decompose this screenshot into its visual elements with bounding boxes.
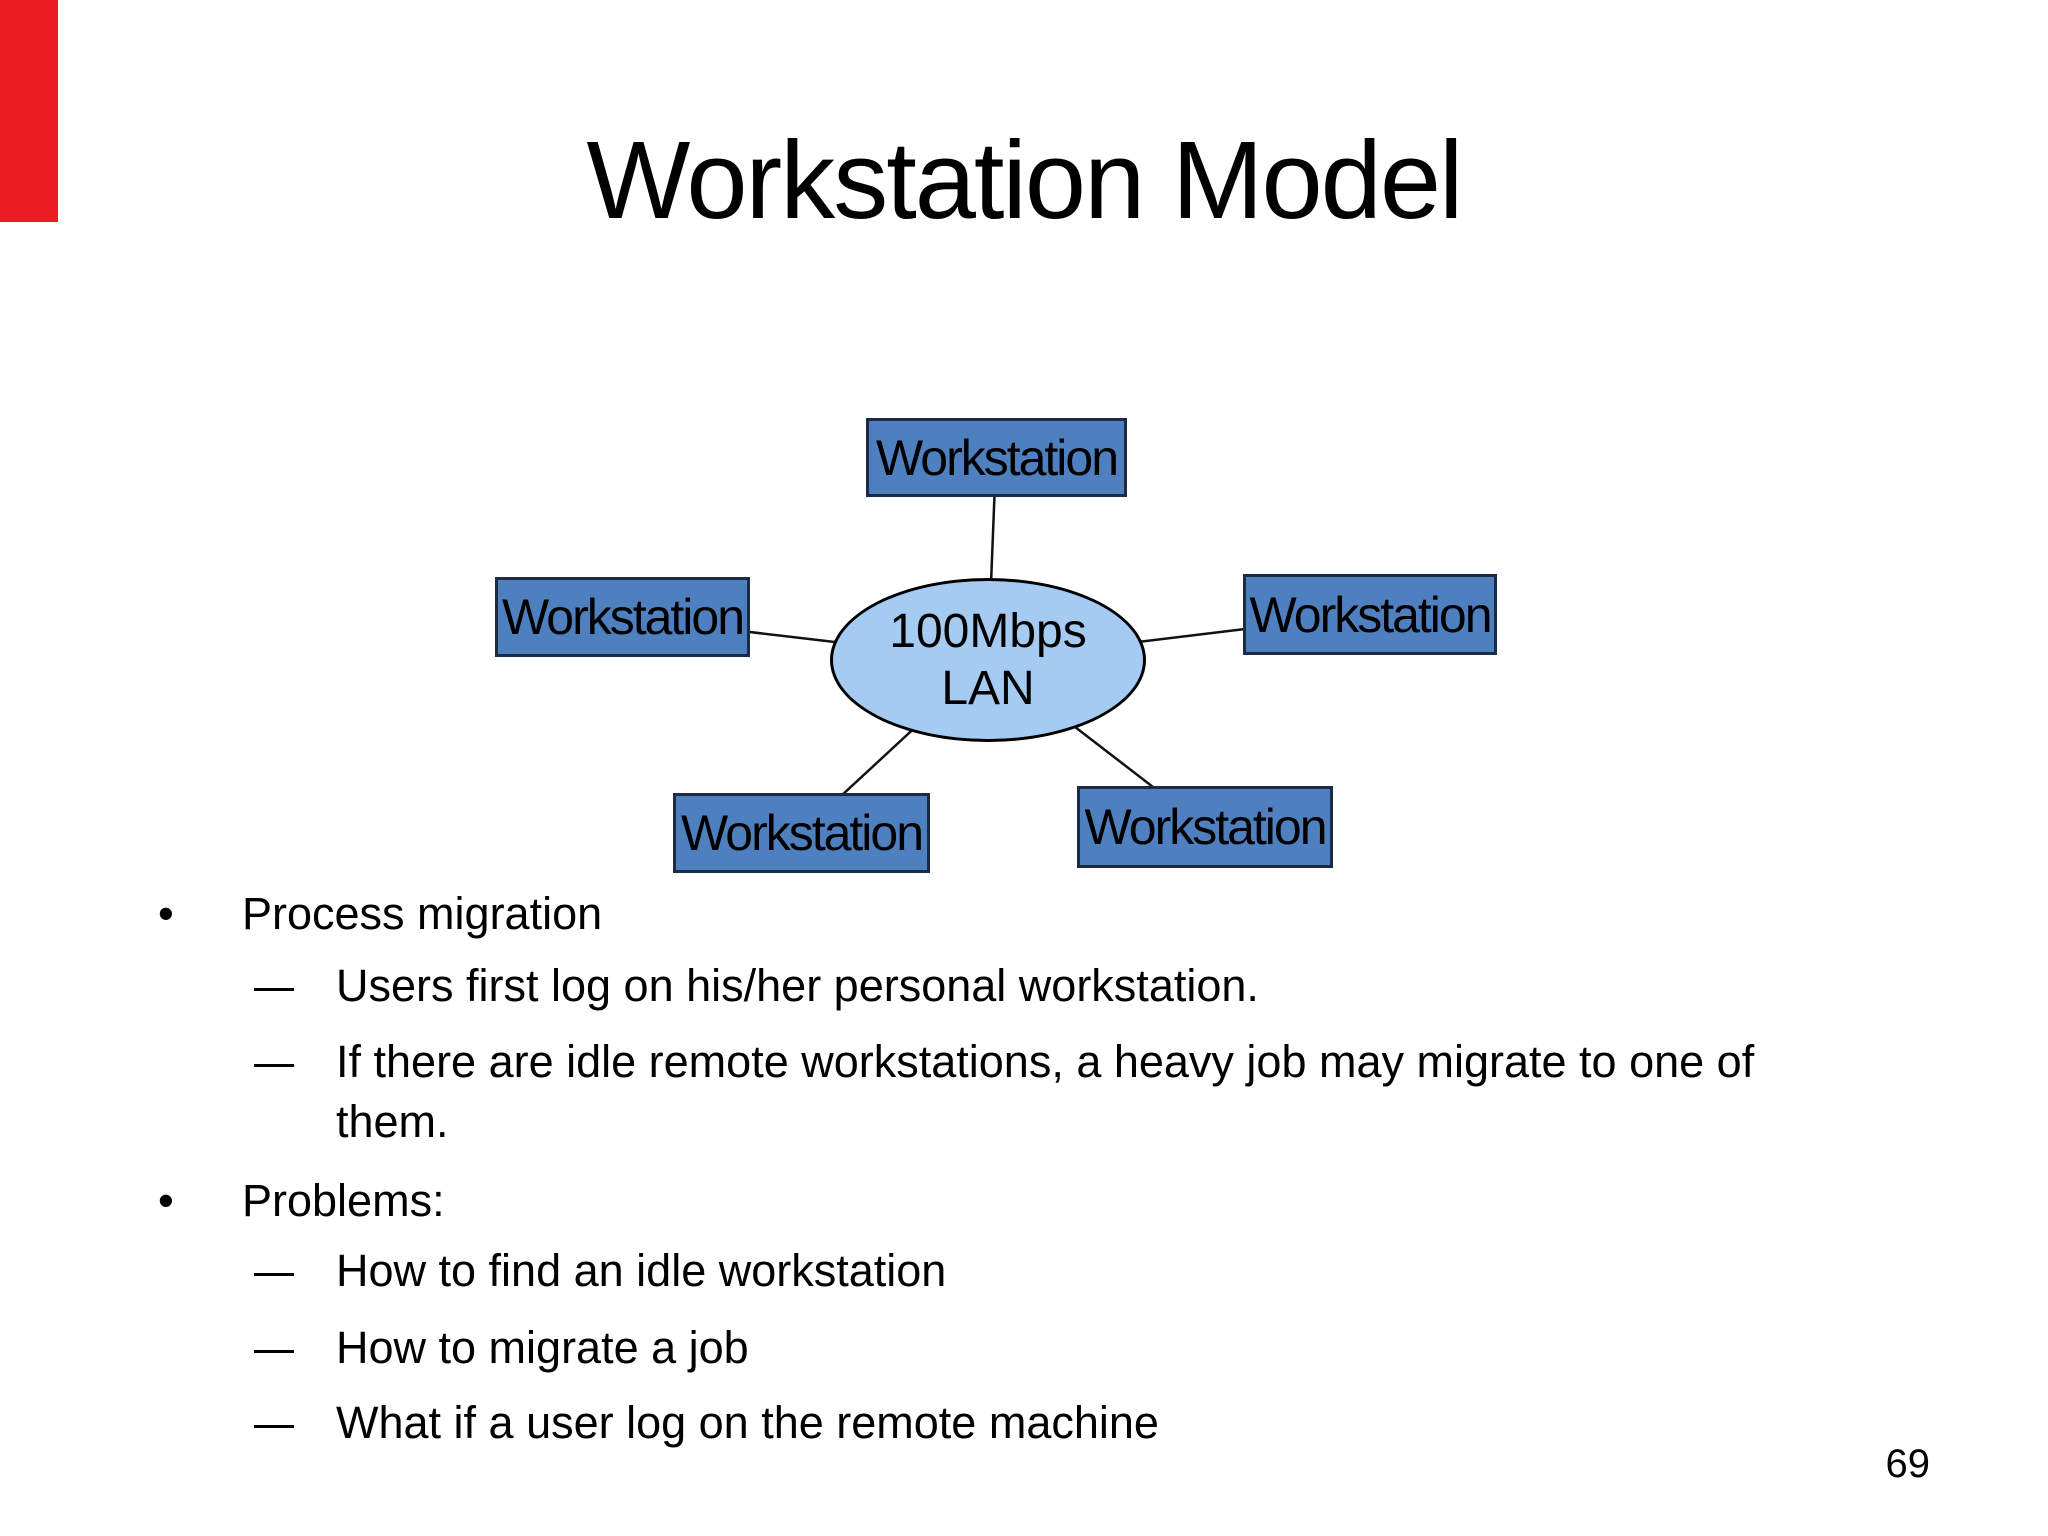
bullet-users-first-log: –Users first log on his/her personal wor… bbox=[254, 956, 1856, 1016]
bullet-user-log-remote-machine: –What if a user log on the remote machin… bbox=[254, 1393, 1856, 1453]
lan-hub-ellipse: 100Mbps LAN bbox=[830, 578, 1146, 742]
bullet-problems: • Problems: bbox=[158, 1171, 445, 1231]
workstation-node-bottom-right: Workstation bbox=[1077, 786, 1333, 868]
bullet-text: How to find an idle workstation bbox=[336, 1245, 947, 1296]
bullet-idle-remote-workstations: –If there are idle remote workstations, … bbox=[254, 1032, 1856, 1152]
bullet-marker: • bbox=[158, 888, 174, 939]
dash-marker: – bbox=[254, 1322, 295, 1373]
lan-hub-label-line1: 100Mbps bbox=[889, 605, 1087, 658]
dash-marker: – bbox=[254, 1245, 295, 1296]
workstation-node-label: Workstation bbox=[1249, 586, 1492, 643]
bullet-process-migration: • Process migration bbox=[158, 884, 602, 944]
bullet-find-idle-workstation: –How to find an idle workstation bbox=[254, 1241, 1856, 1301]
bullet-text: How to migrate a job bbox=[336, 1322, 749, 1373]
workstation-node-top: Workstation bbox=[866, 418, 1127, 497]
workstation-node-label: Workstation bbox=[875, 429, 1119, 486]
bullet-text: What if a user log on the remote machine bbox=[336, 1397, 1159, 1448]
dash-marker: – bbox=[254, 1036, 295, 1087]
bullet-migrate-a-job: –How to migrate a job bbox=[254, 1318, 1856, 1378]
workstation-node-label: Workstation bbox=[1084, 799, 1327, 855]
bullet-marker: • bbox=[158, 1175, 174, 1226]
accent-bar bbox=[0, 0, 58, 222]
workstation-node-right: Workstation bbox=[1243, 574, 1497, 655]
bullet-text: If there are idle remote workstations, a… bbox=[336, 1036, 1755, 1147]
workstation-node-label: Workstation bbox=[680, 805, 924, 861]
bullet-text: Process migration bbox=[242, 888, 603, 939]
workstation-node-label: Workstation bbox=[501, 589, 745, 645]
workstation-node-bottom-left: Workstation bbox=[673, 793, 930, 873]
dash-marker: – bbox=[254, 960, 295, 1011]
slide-title: Workstation Model bbox=[586, 119, 1464, 242]
bullet-text: Users first log on his/her personal work… bbox=[336, 960, 1259, 1011]
bullet-text: Problems: bbox=[242, 1175, 445, 1226]
workstation-node-left: Workstation bbox=[495, 577, 750, 657]
lan-hub-label-line2: LAN bbox=[941, 662, 1035, 715]
page-number: 69 bbox=[1885, 1442, 1931, 1486]
dash-marker: – bbox=[254, 1397, 295, 1448]
